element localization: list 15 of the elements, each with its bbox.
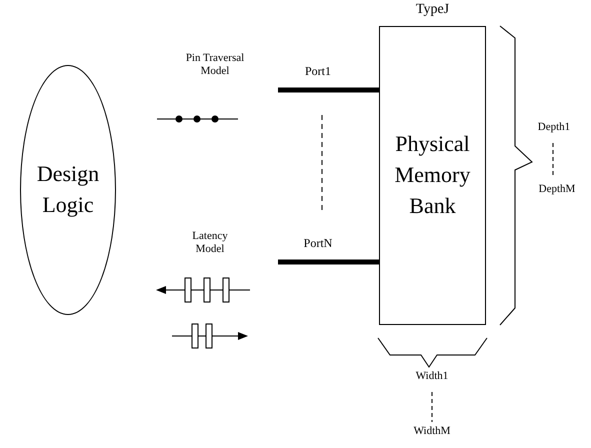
text-label: Width1 [416, 370, 448, 382]
text-label: WidthM [414, 425, 450, 437]
memory-bank-box [379, 26, 486, 325]
text-label: Pin Traversal Model [186, 52, 244, 77]
node-label: Physical Memory Bank [394, 130, 472, 220]
port-line [278, 88, 379, 92]
edge-label: PortN [304, 236, 332, 250]
text-label: DepthM [538, 183, 576, 195]
edge-label: Port1 [304, 64, 331, 78]
text-label: Depth1 [538, 121, 570, 133]
node-caption: TypeJ [416, 2, 450, 17]
ellipse-node [20, 65, 116, 315]
text-label: Latency Model [192, 230, 228, 255]
port-line [278, 260, 379, 264]
node-label: Design Logic [36, 160, 100, 219]
